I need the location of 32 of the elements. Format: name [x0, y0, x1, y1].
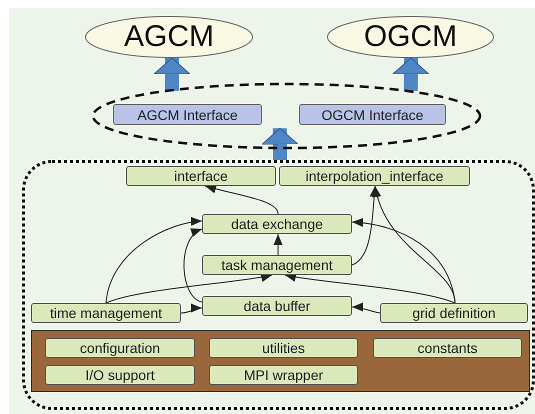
block-arrow — [154, 58, 190, 91]
base-layer-panel — [31, 330, 530, 392]
arrow — [204, 184, 279, 214]
arrow — [106, 272, 273, 304]
module-box: utilities — [209, 338, 358, 358]
module-box: configuration — [45, 338, 195, 358]
module-box: constants — [373, 338, 522, 358]
module-box: time management — [31, 303, 181, 323]
arrow — [180, 304, 202, 314]
arrow — [352, 186, 379, 266]
arrow — [352, 218, 456, 304]
module-box: data buffer — [202, 296, 352, 316]
block-arrow — [262, 128, 298, 160]
module-box: task management — [202, 255, 352, 275]
arrow — [274, 234, 283, 256]
arrow — [106, 218, 202, 304]
dotted-boundary — [22, 160, 535, 410]
model-label: OGCM — [364, 20, 458, 54]
module-box: MPI wrapper — [209, 365, 358, 385]
arrow — [373, 186, 456, 304]
model-label: AGCM — [124, 20, 214, 54]
interface-box: AGCM Interface — [113, 104, 262, 125]
module-box: interface — [126, 166, 276, 186]
block-arrow — [392, 58, 430, 91]
module-box: grid definition — [380, 303, 528, 323]
module-box: interpolation_interface — [279, 166, 470, 186]
module-box: data exchange — [202, 214, 352, 234]
arrow — [184, 228, 202, 302]
module-box: I/O support — [45, 365, 195, 385]
arrow — [352, 302, 380, 314]
arrow — [284, 272, 456, 304]
interface-box: OGCM Interface — [299, 104, 446, 125]
